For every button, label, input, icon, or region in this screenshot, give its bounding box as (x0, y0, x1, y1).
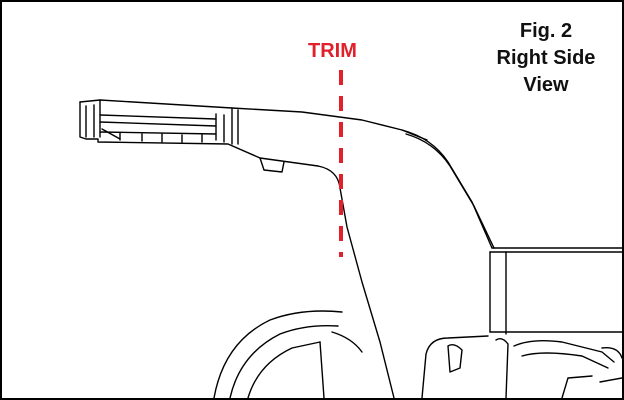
trim-label: TRIM (308, 40, 357, 62)
figure-caption: Fig. 2 Right Side View (476, 18, 616, 99)
lower-chassis-outline (213, 310, 622, 398)
caption-line-3: View (523, 74, 569, 96)
caption-line-2: Right Side (496, 47, 596, 69)
shell-outline (317, 129, 622, 398)
caption-line-1: Fig. 2 (519, 20, 573, 42)
front-tray-outline (79, 99, 428, 173)
